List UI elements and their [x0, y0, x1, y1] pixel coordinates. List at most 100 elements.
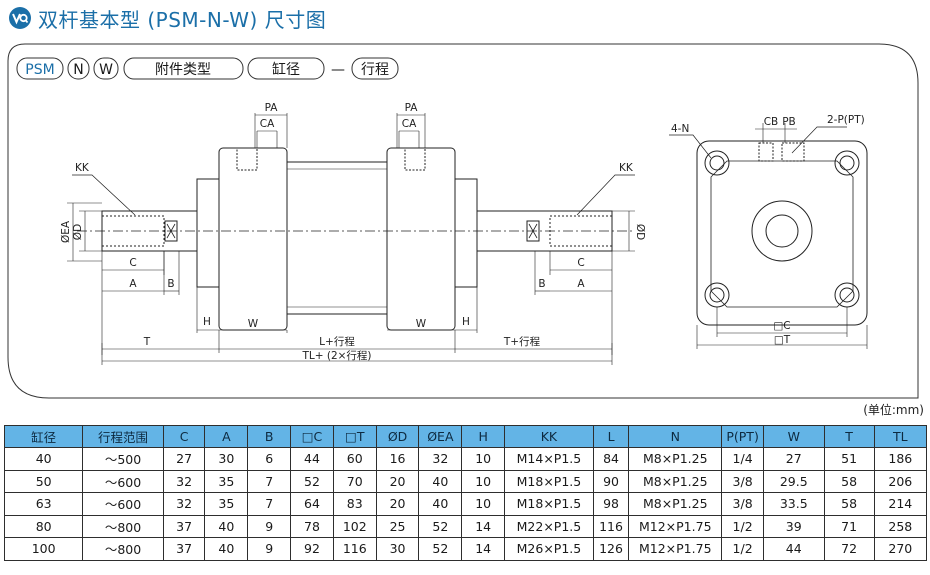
- code-tag-n-label: N: [73, 62, 83, 78]
- spec-table: 缸径 行程范围 C A B □C □T ØD ØEA H KK L N P(PT…: [3, 425, 928, 561]
- table-cell: M18×P1.5: [504, 469, 594, 493]
- table-cell: ～600: [82, 492, 164, 516]
- table-cell: 10: [461, 447, 506, 471]
- right-wrench-flat: [526, 220, 540, 242]
- end-bore: [751, 200, 813, 262]
- right-head: [386, 147, 456, 331]
- label-a-left: A: [129, 278, 137, 290]
- table-cell: 7: [247, 469, 292, 493]
- table-cell: 90: [592, 469, 630, 493]
- table-cell: 58: [823, 492, 875, 516]
- table-cell: 70: [332, 469, 377, 493]
- header-sq-c: □C: [290, 425, 334, 448]
- header-sq-t: □T: [332, 425, 377, 448]
- end-rod: [765, 214, 799, 248]
- brand-logo-icon: [9, 7, 31, 29]
- table-cell: 186: [873, 447, 928, 471]
- table-cell: 40: [204, 537, 249, 561]
- code-tag-psm: [16, 57, 64, 80]
- table-cell: 126: [592, 537, 630, 561]
- table-cell: 1/2: [721, 514, 764, 538]
- table-cell: ～800: [82, 537, 164, 561]
- header-n: N: [628, 425, 723, 448]
- table-cell: M12×P1.75: [628, 537, 723, 561]
- table-cell: ～600: [82, 469, 164, 493]
- label-2p: 2-P(PT): [827, 114, 865, 126]
- table-cell: 16: [375, 447, 420, 471]
- table-cell: 44: [762, 537, 825, 561]
- table-cell: 30: [204, 447, 249, 471]
- table-cell: 52: [418, 514, 463, 538]
- label-pa-right: PA: [405, 102, 419, 114]
- table-cell: 27: [762, 447, 825, 471]
- table-cell: 3/8: [721, 492, 764, 516]
- label-c-left: C: [129, 257, 136, 269]
- table-cell: 51: [823, 447, 875, 471]
- header-kk: KK: [504, 425, 594, 448]
- table-cell: 40: [3, 447, 84, 471]
- table-cell: 63: [3, 492, 84, 516]
- table-cell: 20: [375, 492, 420, 516]
- table-cell: 60: [332, 447, 377, 471]
- table-cell: 32: [162, 492, 206, 516]
- label-t-left: T: [143, 336, 151, 348]
- label-ca-right: CA: [402, 118, 417, 130]
- label-h-right: H: [462, 316, 470, 328]
- table-cell: M8×P1.25: [628, 447, 723, 471]
- table-cell: 30: [375, 537, 420, 561]
- table-cell: 20: [375, 469, 420, 493]
- table-cell: 72: [823, 537, 875, 561]
- table-cell: M26×P1.5: [504, 537, 594, 561]
- table-cell: 39: [762, 514, 825, 538]
- table-cell: 102: [332, 514, 377, 538]
- table-cell: 206: [873, 469, 928, 493]
- table-cell: 37: [162, 537, 206, 561]
- header-bore: 缸径: [3, 425, 84, 448]
- label-sq-c: □C: [773, 320, 790, 332]
- header-t: T: [823, 425, 875, 448]
- label-h-left: H: [203, 316, 211, 328]
- header-dia-ea: ØEA: [418, 425, 463, 448]
- end-port-pb: [781, 142, 805, 162]
- table-cell: ～800: [82, 514, 164, 538]
- left-port: [236, 147, 258, 171]
- barrel: [286, 161, 388, 315]
- label-t-stroke: T+行程: [503, 335, 541, 348]
- code-tag-attachment-label: 附件类型: [155, 62, 211, 78]
- label-sq-t: □T: [774, 334, 791, 346]
- header-c: C: [162, 425, 206, 448]
- header-w: W: [762, 425, 825, 448]
- table-cell: 116: [592, 514, 630, 538]
- left-bushing: [196, 178, 220, 288]
- table-cell: 40: [418, 492, 463, 516]
- code-tag-bore: [247, 57, 325, 80]
- table-cell: M8×P1.25: [628, 492, 723, 516]
- code-tag-stroke-label: 行程: [361, 62, 389, 78]
- header-tl: TL: [873, 425, 928, 448]
- end-plate-inner: [710, 160, 854, 308]
- header-l: L: [592, 425, 630, 448]
- table-cell: M22×P1.5: [504, 514, 594, 538]
- table-cell: 29.5: [762, 469, 825, 493]
- table-cell: 78: [290, 514, 334, 538]
- right-port: [404, 147, 426, 171]
- code-tag-w: [93, 57, 119, 80]
- left-wrench-flat: [164, 220, 178, 242]
- table-cell: 1/2: [721, 537, 764, 561]
- table-cell: 40: [418, 469, 463, 493]
- table-cell: M18×P1.5: [504, 492, 594, 516]
- table-cell: 44: [290, 447, 334, 471]
- label-l-stroke: L+行程: [319, 335, 355, 348]
- label-b-right: B: [538, 278, 545, 290]
- table-cell: 100: [3, 537, 84, 561]
- table-cell: 27: [162, 447, 206, 471]
- table-cell: 37: [162, 514, 206, 538]
- table-cell: ～500: [82, 447, 164, 471]
- table-cell: M8×P1.25: [628, 469, 723, 493]
- table-cell: 214: [873, 492, 928, 516]
- table-cell: 14: [461, 514, 506, 538]
- table-cell: 25: [375, 514, 420, 538]
